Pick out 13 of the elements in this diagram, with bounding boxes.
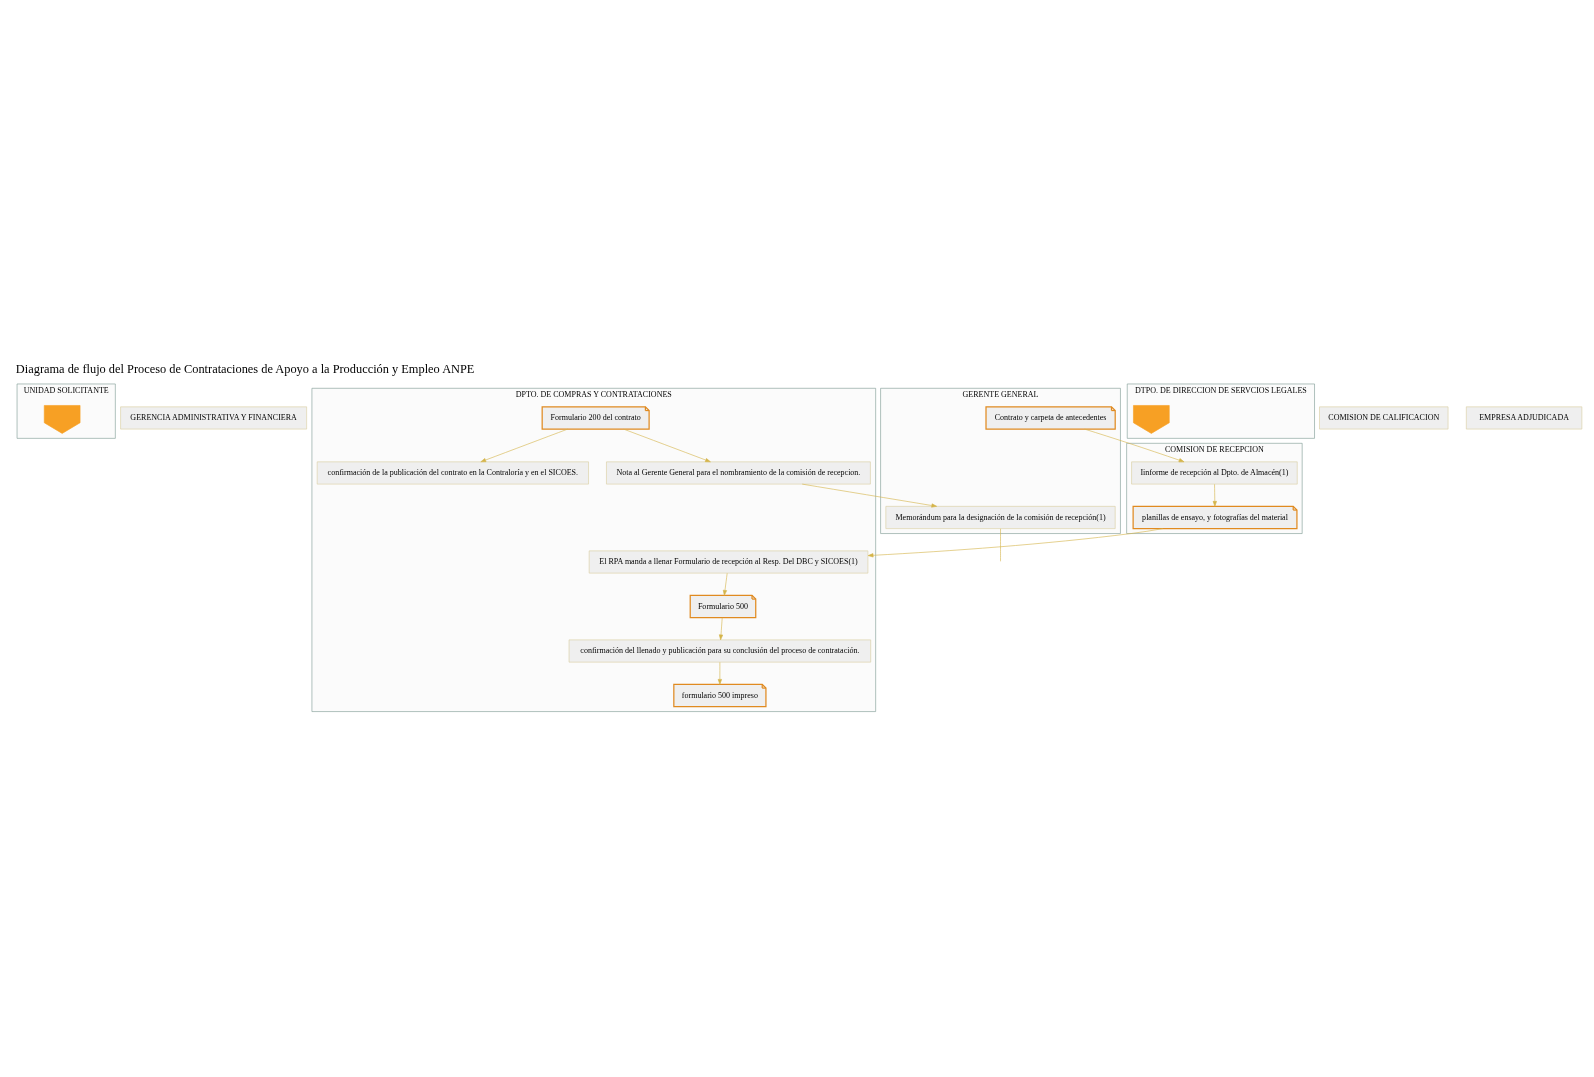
node-pentagon <box>43 405 81 434</box>
arrow <box>717 662 722 685</box>
arrow <box>623 428 711 463</box>
arrow <box>718 617 724 641</box>
arrow <box>1212 484 1217 507</box>
arrow <box>801 483 937 508</box>
arrow <box>1084 428 1185 463</box>
diagram-title: Diagrama de flujo del Proceso de Contrataciones de Apoyo a la Producción y Empleo ANPE <box>15 361 475 376</box>
node-pentagon <box>1133 405 1170 434</box>
arrow <box>722 573 728 596</box>
connector <box>1000 528 1001 562</box>
arrow <box>480 428 568 463</box>
arrow <box>867 528 1164 558</box>
